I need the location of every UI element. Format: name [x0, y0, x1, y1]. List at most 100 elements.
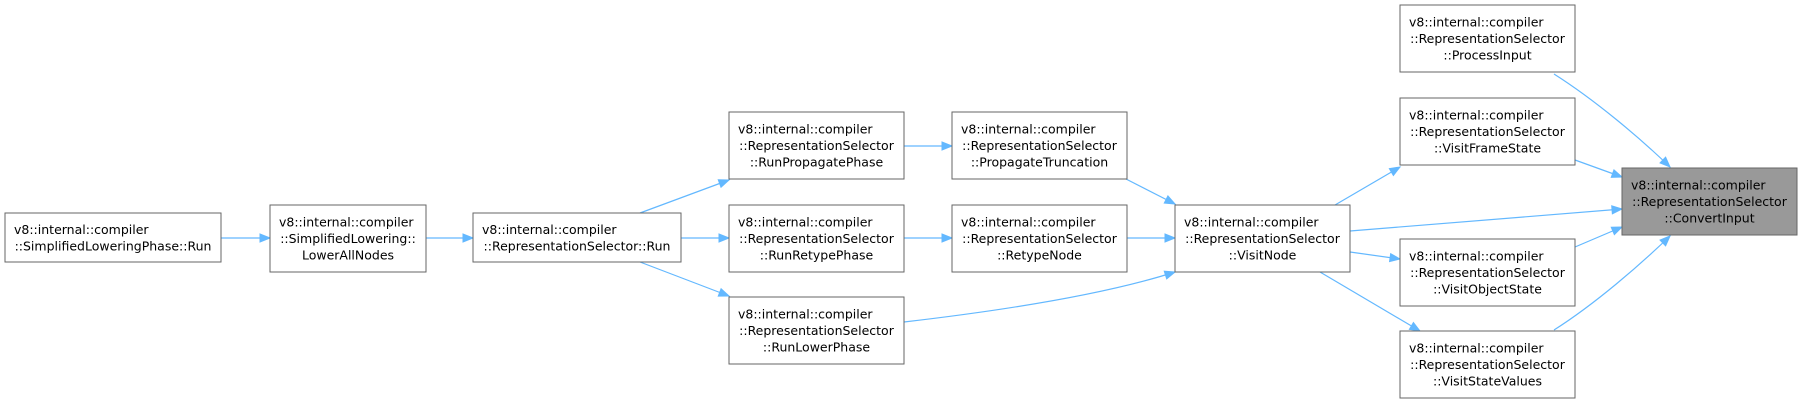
edge-rs-run-to-run-propagate-phase-line [639, 179, 730, 214]
edge-visit-node-to-visit-state-values [1319, 271, 1422, 332]
edge-simplified-lowering-phase-run-to-lower-all-nodes [221, 233, 272, 243]
edge-visit-state-values-to-convert-input [1553, 235, 1671, 331]
node-label-line: v8::internal::compiler [1184, 215, 1319, 230]
edge-propagate-truncation-to-visit-node [1125, 178, 1177, 205]
edge-run-lower-phase-to-visit-node [903, 270, 1177, 323]
node-label-line: v8::internal::compiler [738, 215, 873, 230]
edge-visit-state-values-to-convert-input-line [1553, 235, 1671, 331]
node-visit-object-state[interactable]: v8::internal::compiler::RepresentationSe… [1399, 238, 1576, 307]
node-box [951, 111, 1128, 180]
node-visit-frame-state[interactable]: v8::internal::compiler::RepresentationSe… [1399, 97, 1576, 166]
edge-run-retype-phase-to-retype-node [904, 233, 954, 243]
edge-retype-node-to-visit-node [1127, 233, 1177, 243]
node-run-retype-phase[interactable]: v8::internal::compiler::RepresentationSe… [728, 204, 905, 273]
node-label-line: ::SimplifiedLowering:: [280, 231, 416, 246]
node-rs-run[interactable]: v8::internal::compiler::RepresentationSe… [472, 212, 682, 263]
edge-rs-run-to-run-retype-phase [681, 233, 731, 243]
node-box [1399, 330, 1576, 399]
node-label-line: ::RepresentationSelector [739, 138, 895, 153]
node-label-line: v8::internal::compiler [482, 222, 617, 237]
node-simplified-lowering-phase-run[interactable]: v8::internal::compiler::SimplifiedLoweri… [4, 212, 222, 263]
node-label-line: ::RepresentationSelector [1410, 31, 1566, 46]
node-label-line: ::RunLowerPhase [763, 340, 870, 355]
edge-propagate-truncation-to-visit-node-arrowhead [1163, 195, 1177, 205]
node-box [4, 212, 222, 263]
edge-visit-node-to-visit-state-values-line [1319, 271, 1421, 332]
node-label-line: v8::internal::compiler [1409, 15, 1544, 30]
edge-run-lower-phase-to-visit-node-line [903, 271, 1176, 323]
edge-visit-node-to-convert-input-line [1349, 208, 1623, 232]
node-label-line: ::RepresentationSelector [739, 323, 895, 338]
node-label-line: ::RepresentationSelector [962, 138, 1118, 153]
node-box [1399, 97, 1576, 166]
node-process-input[interactable]: v8::internal::compiler::RepresentationSe… [1399, 4, 1576, 73]
edge-lower-all-nodes-to-rs-run-arrowhead [462, 233, 475, 243]
node-label-line: ::RunRetypePhase [760, 248, 874, 263]
node-propagate-truncation[interactable]: v8::internal::compiler::RepresentationSe… [951, 111, 1128, 180]
edge-process-input-to-convert-input-line [1553, 73, 1671, 168]
node-label-line: v8::internal::compiler [738, 122, 873, 137]
node-lower-all-nodes[interactable]: v8::internal::compiler::SimplifiedLoweri… [269, 204, 427, 273]
edge-rs-run-to-run-lower-phase-arrowhead [717, 287, 731, 297]
node-run-propagate-phase[interactable]: v8::internal::compiler::RepresentationSe… [728, 111, 905, 180]
edge-rs-run-to-run-retype-phase-arrowhead [718, 233, 731, 243]
node-label-line: ::RunPropagatePhase [750, 155, 884, 170]
node-run-lower-phase[interactable]: v8::internal::compiler::RepresentationSe… [728, 296, 905, 365]
edge-visit-object-state-to-convert-input-arrowhead [1610, 226, 1624, 236]
edge-visit-node-to-visit-frame-state [1334, 166, 1402, 206]
node-box [951, 204, 1128, 273]
node-box [1399, 238, 1576, 307]
edge-run-propagate-phase-to-propagate-truncation [904, 141, 954, 151]
node-box [728, 111, 905, 180]
edge-visit-node-to-visit-state-values-arrowhead [1408, 321, 1422, 332]
edge-visit-node-to-convert-input [1349, 205, 1624, 232]
edge-rs-run-to-run-propagate-phase-arrowhead [717, 179, 731, 189]
node-box [728, 296, 905, 365]
edge-simplified-lowering-phase-run-to-lower-all-nodes-arrowhead [259, 233, 272, 243]
edge-process-input-to-convert-input [1553, 73, 1671, 168]
node-label-line: v8::internal::compiler [1631, 178, 1766, 193]
node-label-line: ::RepresentationSelector [739, 231, 895, 246]
node-convert-input[interactable]: v8::internal::compiler::RepresentationSe… [1621, 167, 1798, 236]
edge-visit-node-to-visit-object-state-arrowhead [1388, 252, 1402, 263]
edge-visit-node-to-visit-object-state [1349, 251, 1402, 263]
node-visit-node[interactable]: v8::internal::compiler::RepresentationSe… [1174, 204, 1351, 273]
node-label-line: ::VisitFrameState [1434, 141, 1541, 156]
node-label-line: ::ProcessInput [1443, 48, 1531, 63]
edge-lower-all-nodes-to-rs-run [426, 233, 475, 243]
edge-run-propagate-phase-to-propagate-truncation-arrowhead [941, 141, 954, 151]
node-label-line: v8::internal::compiler [738, 307, 873, 322]
node-label-line: ::RepresentationSelector [1410, 357, 1566, 372]
edge-visit-node-to-visit-frame-state-arrowhead [1388, 166, 1402, 177]
node-box [1174, 204, 1351, 273]
node-box [728, 204, 905, 273]
edge-process-input-to-convert-input-arrowhead [1659, 156, 1671, 168]
node-label-line: ::RepresentationSelector [1632, 194, 1788, 209]
node-box [1399, 4, 1576, 73]
node-retype-node[interactable]: v8::internal::compiler::RepresentationSe… [951, 204, 1128, 273]
node-label-line: ::PropagateTruncation [971, 155, 1108, 170]
node-label-line: ::VisitNode [1229, 248, 1297, 263]
node-label-line: ::RetypeNode [997, 248, 1082, 263]
node-label-line: ::VisitObjectState [1433, 282, 1542, 297]
node-label-line: LowerAllNodes [302, 248, 394, 263]
edge-visit-node-to-convert-input-arrowhead [1611, 205, 1624, 215]
edge-run-retype-phase-to-retype-node-arrowhead [941, 233, 954, 243]
edge-visit-node-to-visit-frame-state-line [1334, 166, 1401, 206]
edge-visit-frame-state-to-convert-input [1574, 159, 1624, 178]
node-label-line: v8::internal::compiler [961, 215, 1096, 230]
node-label-line: ::RepresentationSelector [1410, 265, 1566, 280]
node-visit-state-values[interactable]: v8::internal::compiler::RepresentationSe… [1399, 330, 1576, 399]
edge-rs-run-to-run-lower-phase [639, 261, 731, 297]
edge-visit-object-state-to-convert-input [1574, 226, 1624, 248]
edge-run-lower-phase-to-visit-node-arrowhead [1163, 270, 1177, 280]
nodes-layer: v8::internal::compiler::SimplifiedLoweri… [4, 4, 1798, 399]
node-label-line: v8::internal::compiler [279, 215, 414, 230]
node-label-line: ::ConvertInput [1664, 211, 1754, 226]
node-label-line: v8::internal::compiler [1409, 341, 1544, 356]
node-label-line: ::VisitStateValues [1433, 374, 1542, 389]
node-box [1621, 167, 1798, 236]
node-box [269, 204, 427, 273]
node-label-line: ::RepresentationSelector::Run [484, 238, 671, 253]
